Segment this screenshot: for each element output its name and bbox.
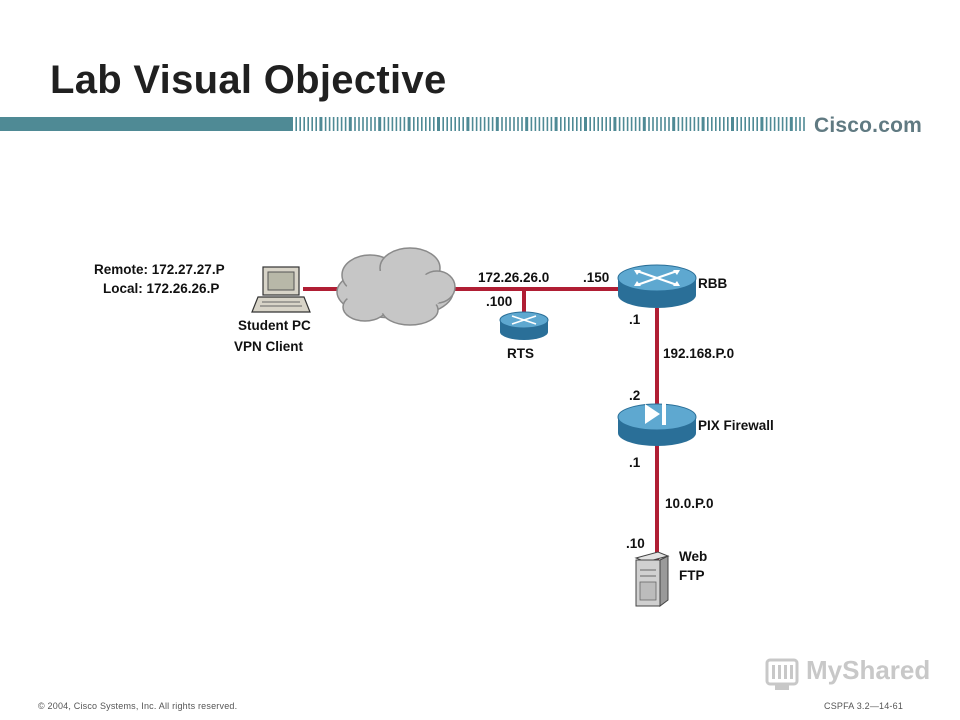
pix-inside-address-label: .1	[629, 455, 641, 470]
network-172-label: 172.26.26.0	[478, 270, 550, 285]
remote-address-label: Remote: 172.27.27.P	[94, 262, 225, 277]
pc-icon	[251, 266, 311, 313]
rts-label: RTS	[507, 346, 534, 361]
watermark-icon	[765, 658, 799, 690]
pix-firewall-icon	[617, 403, 697, 446]
rbb-address-label: .150	[583, 270, 610, 285]
footer-slide-number: CSPFA 3.2—14-61	[824, 701, 904, 711]
header-band	[0, 113, 960, 135]
rbb-label: RBB	[698, 276, 728, 291]
network-links	[303, 287, 659, 560]
server-icon	[634, 551, 670, 607]
footer-copyright: © 2004, Cisco Systems, Inc. All rights r…	[38, 701, 238, 711]
slide-title: Lab Visual Objective	[50, 58, 447, 102]
rbb-inside-address-label: .1	[629, 312, 641, 327]
vpn-client-label: VPN Client	[234, 339, 304, 354]
local-address-label: Local: 172.26.26.P	[103, 281, 220, 296]
student-pc-label: Student PC	[238, 318, 311, 333]
server-ftp-label: FTP	[679, 568, 705, 583]
watermark-text: MyShared	[806, 655, 931, 685]
rts-address-label: .100	[486, 294, 513, 309]
pix-firewall-label: PIX Firewall	[698, 418, 774, 433]
pix-outside-address-label: .2	[629, 388, 641, 403]
server-address-label: .10	[626, 536, 645, 551]
server-web-label: Web	[679, 549, 708, 564]
rbb-router-icon	[617, 264, 697, 308]
network-10-label: 10.0.P.0	[665, 496, 714, 511]
network-192-label: 192.168.P.0	[663, 346, 735, 361]
cisco-logo: Cisco.com	[814, 114, 922, 137]
rts-router-icon	[499, 311, 549, 340]
